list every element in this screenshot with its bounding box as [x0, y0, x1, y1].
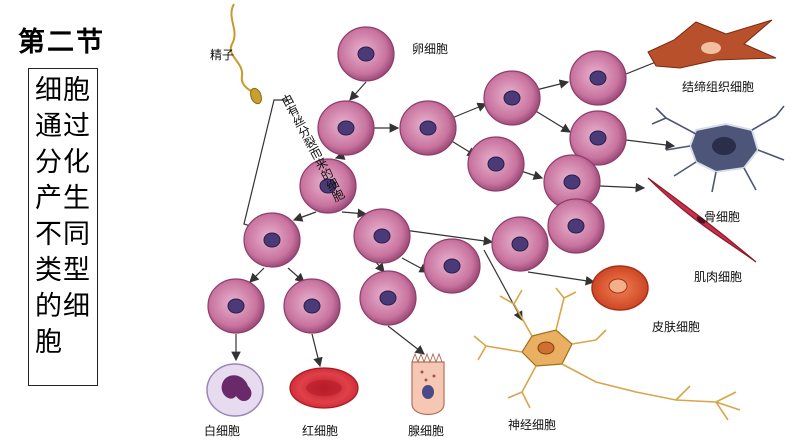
- stem-cell: [547, 198, 605, 254]
- caption-line: 细胞: [35, 75, 91, 106]
- caption-line: 胞: [35, 327, 63, 358]
- diagram-canvas: [206, 3, 785, 421]
- label-white: 白细胞: [204, 424, 241, 438]
- caption-line: 类型: [35, 255, 91, 286]
- stem-cell: [491, 216, 549, 272]
- label-gland: 腺细胞: [408, 424, 445, 438]
- caption-line: 通过: [35, 111, 91, 142]
- muscle-cell: [647, 177, 757, 263]
- differentiation-arrow: [535, 79, 570, 91]
- stem-cell: [299, 158, 357, 214]
- differentiation-arrow: [387, 325, 425, 355]
- label-sperm: 精子: [210, 48, 235, 62]
- label-muscle: 肌肉细胞: [694, 270, 743, 284]
- cell-differentiation-diagram: 精子 卵细胞 由有丝分裂而来的细胞 结缔组织细胞 骨细胞 肌肉细胞 皮肤细胞 白…: [196, 0, 794, 447]
- sperm-illustration: [229, 3, 262, 105]
- stem-cell: [423, 238, 481, 294]
- white-blood-cell: [206, 363, 264, 417]
- stem-cell: [283, 278, 341, 334]
- differentiation-arrow: [533, 109, 572, 133]
- differentiation-arrow: [311, 333, 323, 368]
- caption-line: 产生: [35, 183, 91, 214]
- stem-cell: [543, 154, 601, 210]
- stem-cell: [353, 208, 411, 264]
- label-connective: 结缔组织细胞: [682, 80, 755, 94]
- differentiation-arrow: [625, 139, 676, 150]
- stem-cell: [467, 136, 525, 192]
- nerve-cell: [473, 287, 741, 421]
- caption-line: 分化: [35, 147, 91, 178]
- differentiation-arrows: [231, 56, 676, 368]
- stem-cell: [317, 100, 375, 156]
- differentiation-arrow: [287, 267, 305, 283]
- label-bone: 骨细胞: [704, 210, 741, 224]
- stem-cell: [243, 212, 301, 268]
- differentiation-arrow: [349, 81, 367, 101]
- stem-cell: [337, 26, 395, 82]
- stem-cell: [399, 100, 457, 156]
- bone-cell: [651, 105, 785, 193]
- red-blood-cell: [289, 367, 359, 409]
- connective-tissue-cell: [647, 19, 777, 69]
- caption-line: 不同: [35, 219, 91, 250]
- label-red: 红细胞: [302, 424, 339, 438]
- label-nerve: 神经细胞: [508, 418, 557, 432]
- differentiation-arrow: [249, 267, 265, 283]
- stem-cell: [569, 50, 627, 106]
- differentiation-arrow: [451, 102, 488, 119]
- label-skin: 皮肤细胞: [652, 320, 701, 334]
- stem-cell: [207, 278, 265, 334]
- differentiation-arrow: [375, 261, 385, 273]
- division-bracket: [243, 99, 288, 229]
- stem-cells: [207, 26, 627, 334]
- label-egg: 卵细胞: [412, 42, 449, 56]
- stem-cell: [569, 110, 627, 166]
- differentiation-arrow: [599, 182, 646, 193]
- stem-cell: [359, 270, 417, 326]
- differentiation-arrow: [334, 150, 346, 160]
- stem-cell: [483, 70, 541, 126]
- skin-cell-nucleus: [608, 278, 628, 294]
- gland-cell: [411, 352, 445, 416]
- caption-line: 的细: [35, 291, 91, 322]
- differentiation-arrow: [527, 271, 596, 286]
- section-title: 第二节: [18, 27, 105, 58]
- side-caption-box: 细胞 通过 分化 产生 不同 类型 的细 胞: [28, 68, 98, 386]
- differentiation-arrow: [292, 211, 317, 222]
- differentiation-arrow: [403, 229, 494, 246]
- differentiation-arrow: [341, 208, 368, 219]
